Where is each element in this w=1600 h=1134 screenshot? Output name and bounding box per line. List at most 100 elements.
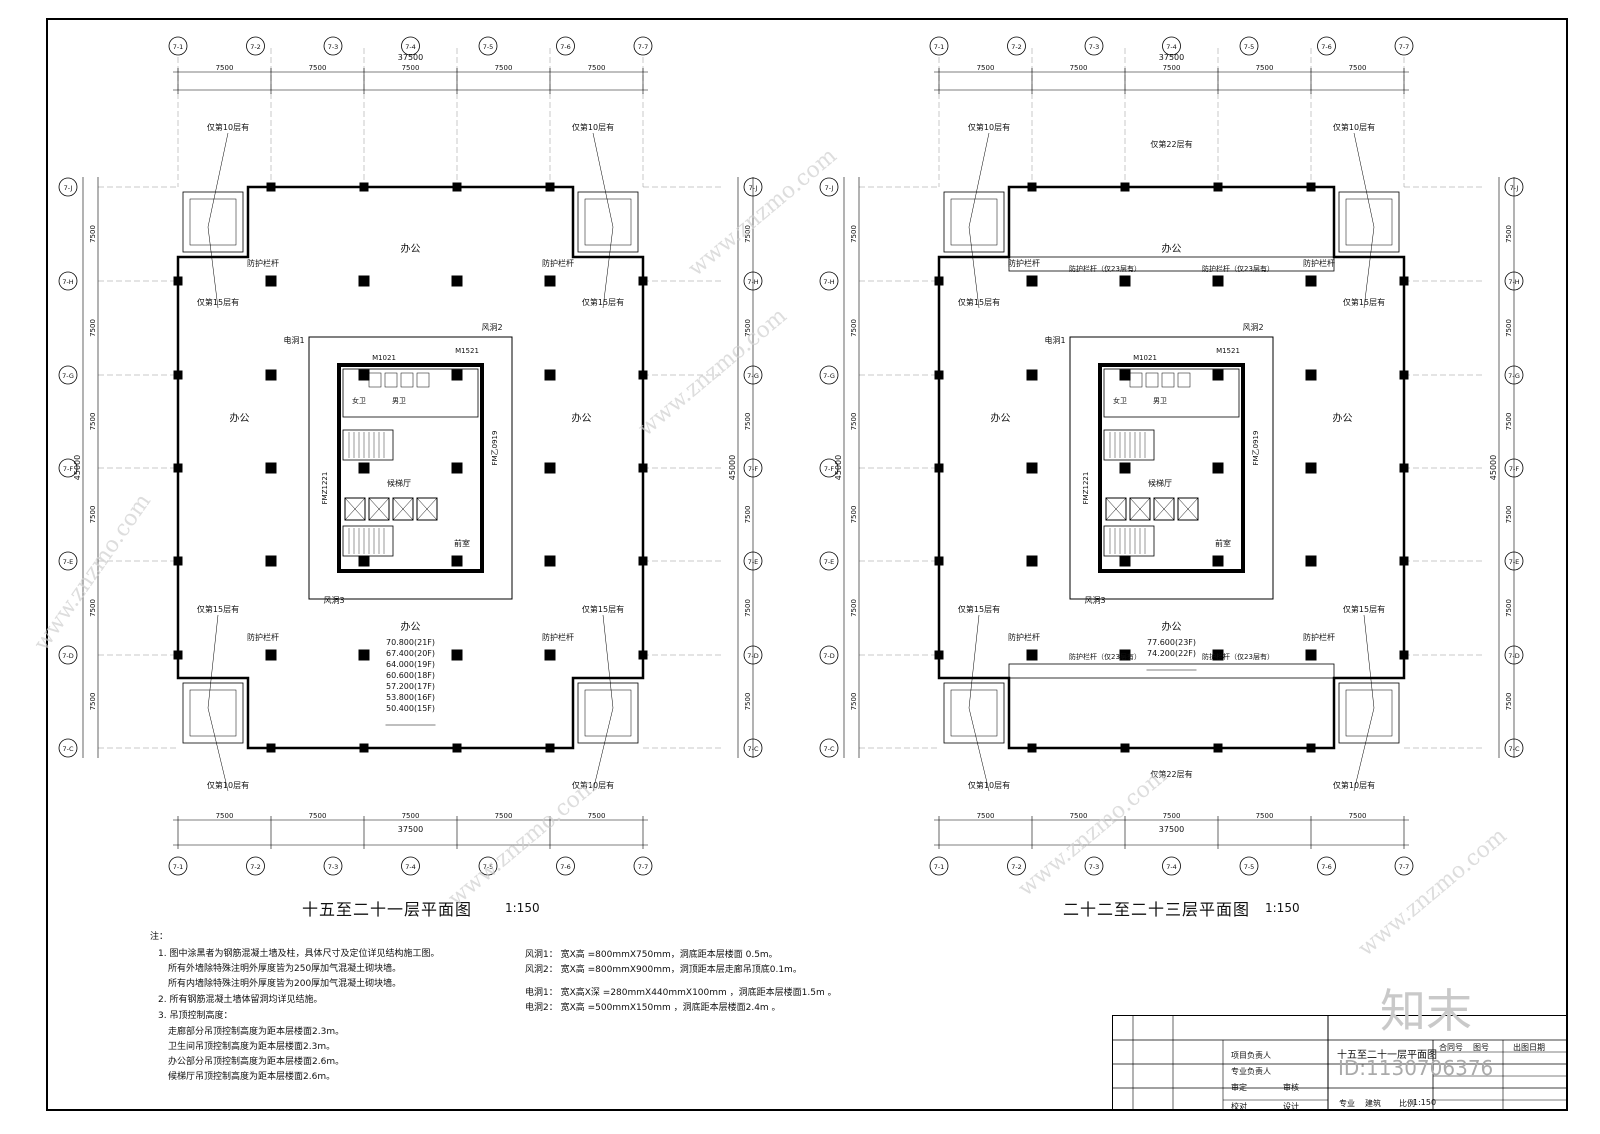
balcony-railing [1345,198,1393,246]
axis-label: 7-C [823,745,834,753]
bay-dimension: 7500 [1505,319,1513,337]
hole-note-2: 风洞2： 宽X高 =800mmX900mm，洞顶距本层走廊吊顶底0.1m。 [525,965,802,975]
opening-label: 电洞1 [1044,335,1065,345]
axis-bubble [58,177,78,197]
structural-column [1305,649,1317,661]
axis-label: 7-5 [483,43,494,51]
railing-23-north [1008,256,1335,272]
tb-project-leader: 项目负责人 [1231,1051,1271,1060]
structural-column [1027,182,1037,192]
bay-dimension: 7500 [309,64,327,72]
axis-label: 7-1 [173,863,184,871]
hole-note-4: 电洞2： 宽X高 =500mmX150mm ，洞底距本层楼面2.4m 。 [525,1003,781,1013]
side-overall-dimension: 45000 [1489,455,1498,480]
toilet-block [1103,368,1240,418]
tb-scale-value: 1:150 [1413,1098,1437,1107]
structural-column [173,276,183,286]
structural-column [638,463,648,473]
axis-label: 7-7 [638,43,649,51]
bay-dimension: 7500 [1505,506,1513,524]
axis-bubble [1394,856,1414,876]
corner-note: 仅第15层有 [958,297,1000,307]
leader-line [207,132,229,228]
railing-label-nw: 防护栏杆 [1008,258,1040,268]
axis-bubble [478,856,498,876]
structural-column [1119,555,1131,567]
elevator-cross [1177,497,1199,521]
overall-dimension: 37500 [1159,825,1184,834]
corner-note: 仅第10层有 [1333,122,1375,132]
room-label-female: 女卫 [352,396,366,405]
opening-label: FMZ1221 [1082,472,1090,505]
elevator-shaft [416,497,438,521]
elevator-cross [368,497,390,521]
axis-label: 7-C [62,745,73,753]
elevator-cross [1153,497,1175,521]
corner-note: 仅第15层有 [958,604,1000,614]
bay-dimension: 7500 [89,413,97,431]
opening-label: 风洞2 [1242,322,1263,332]
bay-dimension: 7500 [850,225,858,243]
stair [342,429,394,461]
structural-column [1120,182,1130,192]
bay-dimension: 7500 [744,506,752,524]
elevator-cross [1129,497,1151,521]
axis-label: 7-2 [250,863,261,871]
axis-bubble [819,458,839,478]
leader-line [968,132,990,228]
axis-label: 7-4 [405,43,416,51]
structural-column [545,743,555,753]
stair [342,525,394,557]
structural-column [544,275,556,287]
corner-balcony [577,682,639,744]
balcony-railing [584,689,632,737]
axis-label: 7-H [823,278,834,286]
leader-line [1363,226,1375,309]
corner-note: 仅第15层有 [582,604,624,614]
note-line-5: 3. 吊顶控制高度： [158,1011,233,1021]
structural-column [1213,182,1223,192]
structural-column [173,650,183,660]
room-label-male: 男卫 [1153,397,1167,405]
bay-dimension: 7500 [850,319,858,337]
structural-column [266,743,276,753]
bay-dimension: 7500 [1505,413,1513,431]
structural-column [359,743,369,753]
corner-note: 仅第10层有 [207,780,249,790]
leader-line [602,614,614,709]
structural-column [1026,649,1038,661]
leader-line [1353,132,1375,228]
balcony-railing [189,198,237,246]
railing-label-nw: 防护栏杆 [247,258,279,268]
axis-bubble [168,36,188,56]
structural-column [1213,743,1223,753]
axis-label: 7-H [62,278,73,286]
railing-label-se: 防护栏杆 [1303,632,1335,642]
structural-column [638,650,648,660]
structural-column [1119,369,1131,381]
bay-dimension: 7500 [495,812,513,820]
corner-balcony [1338,191,1400,253]
leader-line [968,226,980,309]
railing-23-south [1008,663,1335,679]
elevator-shaft [1153,497,1175,521]
axis-label: 7-3 [328,43,339,51]
note-line-8: 办公部分吊顶控制高度为距本层楼面2.6m。 [168,1057,345,1067]
structural-column [1306,182,1316,192]
opening-label: M1521 [1216,347,1240,355]
railing-23-label-north: 防护栏杆（仅23层有） [1069,264,1141,273]
side-overall-dimension: 45000 [834,455,843,480]
structural-column [265,369,277,381]
axis-bubble [819,738,839,758]
tb-design: 设计 [1283,1102,1299,1111]
sheet-border [46,18,1568,1111]
axis-bubble [819,271,839,291]
plan-scale-22-23: 1:150 [1265,901,1300,915]
notes-heading: 注： [150,932,169,942]
bay-dimension: 7500 [89,225,97,243]
axis-label: 7-1 [934,863,945,871]
opening-label: 电洞1 [283,335,304,345]
room-label-front: 前室 [1215,538,1231,548]
axis-label: 7-G [62,372,74,380]
